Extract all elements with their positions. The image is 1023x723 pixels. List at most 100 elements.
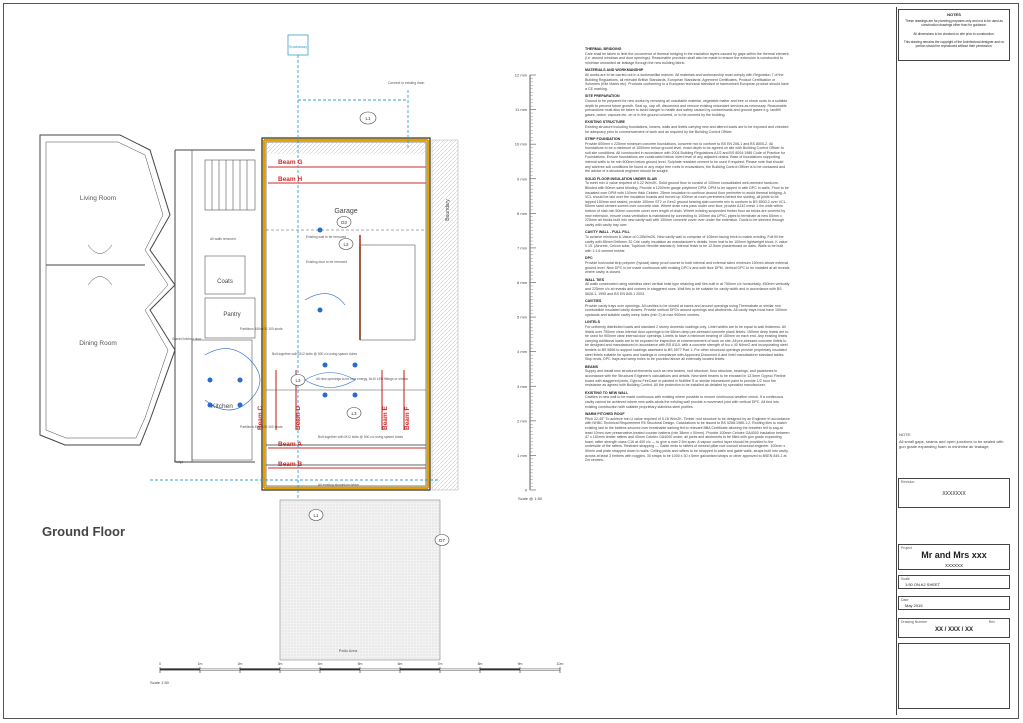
scale-tick-label: 6m bbox=[398, 662, 403, 666]
scale-segment bbox=[159, 668, 201, 671]
tb-project-label: Project bbox=[901, 546, 912, 550]
tb-notes-box: NOTES These drawings are for planning pu… bbox=[898, 9, 1010, 61]
section-tick-label: 8 mm bbox=[517, 211, 528, 216]
tb-project-name: Mr and Mrs xxx bbox=[921, 550, 987, 560]
note-heading: THERMAL BRIDGING bbox=[585, 47, 622, 51]
room-label-patio: Patio Area bbox=[339, 648, 358, 653]
tag-l1b: L1 bbox=[313, 513, 319, 518]
tb-drawing-number-label: Drawing Number bbox=[901, 620, 928, 624]
note-body: Provide 600mm x 225mm minimum concrete f… bbox=[585, 141, 786, 174]
section-tick-label: 3 mm bbox=[517, 384, 528, 389]
annotation-new-opening-2: Bult together with M12 bolts @ 500 c/c u… bbox=[318, 435, 403, 439]
tb-revision-box: Revision XXXXXXX bbox=[898, 478, 1010, 508]
beam-labels: Beam G Beam H Beam A Beam B Beam C Beam … bbox=[257, 159, 411, 468]
tag-l3: L3 bbox=[295, 378, 301, 383]
annotation-partitions: Partitions 450x100 100 studs bbox=[240, 327, 283, 331]
annotation-new-opening: Bult together with M12 bolts @ 500 c/c u… bbox=[272, 352, 357, 356]
scale-label: Scale 1:50 bbox=[150, 680, 169, 685]
scale-segment bbox=[199, 668, 241, 671]
section-tick-label: 6 mm bbox=[517, 280, 528, 285]
tb-revision-value: XXXXXXX bbox=[942, 491, 966, 497]
scale-segment bbox=[239, 668, 281, 671]
beam-label-c: Beam C bbox=[257, 405, 264, 430]
tb-project-box: Project Mr and Mrs xxx XXXXXX bbox=[898, 544, 1010, 570]
note-heading: SITE PREPARATION bbox=[585, 94, 620, 99]
beam-lines bbox=[268, 166, 426, 469]
scale-tick-label: 3m bbox=[278, 662, 283, 666]
room-label-living: Living Room bbox=[80, 195, 116, 202]
annotation-existing-door: Existing door to be removed bbox=[306, 260, 347, 264]
tb-drawing-number: XX / XXX / XX bbox=[934, 627, 973, 633]
scale-segment bbox=[439, 668, 481, 671]
tb-date-value: May 2015 bbox=[905, 603, 923, 608]
tb-note-label: NOTE: bbox=[899, 432, 912, 437]
section-tick-label: 7 mm bbox=[517, 245, 528, 250]
note-body: Existing structure including foundations… bbox=[585, 124, 789, 134]
beam-label-d: Beam D bbox=[295, 405, 302, 430]
tb-note: NOTE: All small gaps, seams and open jun… bbox=[899, 432, 1009, 449]
tag-d7: D7 bbox=[439, 538, 445, 543]
beam-label-b: Beam B bbox=[278, 461, 303, 468]
existing-house bbox=[39, 134, 255, 463]
note-body: Pitch 22-45° To achieve min U value requ… bbox=[585, 416, 790, 463]
callout-tag-text: L1 D3 L2 L3 L3 L1 D7 bbox=[295, 116, 445, 543]
annotation-glazed-door: Glazed kitchen door bbox=[172, 337, 202, 341]
soakaway-box bbox=[287, 34, 309, 56]
scale-tick-label: 4m bbox=[318, 662, 323, 666]
note-body: Cavities in new wall to be made continuo… bbox=[585, 395, 784, 409]
tag-l2: L2 bbox=[343, 242, 349, 247]
tb-drawing-number-box: Drawing Number Rev XX / XXX / XX bbox=[898, 618, 1010, 638]
tb-revision-label: Revision bbox=[901, 480, 915, 484]
tag-l3b-circle bbox=[346, 407, 362, 419]
note-body: All works are to be carried out in a wor… bbox=[585, 72, 789, 91]
section-tick-label: 10 mm bbox=[515, 142, 528, 147]
tag-l3b: L3 bbox=[351, 411, 357, 416]
tb-notes-line-3: This drawing remains the copyright of th… bbox=[903, 40, 1005, 48]
drawing-title: Ground Floor bbox=[42, 524, 126, 539]
tb-scale-box: Scale 1:50 ON A2 SHEET bbox=[898, 575, 1010, 589]
scale-tick-label: 8m bbox=[478, 662, 483, 666]
tb-date-label: Date bbox=[901, 598, 909, 602]
note-heading: BEAMS bbox=[585, 364, 598, 369]
note-body: All walls constructed using stainless st… bbox=[585, 282, 790, 296]
note-heading: SOLID FLOOR INSULATION UNDER SLAB bbox=[585, 176, 657, 181]
annotation-walls-removed: All walls removed bbox=[210, 237, 236, 241]
tb-notes-line-1: These drawings are for planning purposes… bbox=[905, 19, 1003, 27]
room-label-garage: Garage bbox=[334, 208, 357, 215]
tag-d3-circle bbox=[336, 216, 352, 228]
stair-area bbox=[191, 159, 256, 461]
tb-empty-box bbox=[898, 643, 1010, 709]
boundary-label: Boundary bbox=[445, 199, 451, 221]
section-tick-label: 2 mm bbox=[517, 418, 528, 423]
tb-notes-heading: NOTES bbox=[947, 12, 961, 17]
note-body: To achieve minimum U-Value of 0.28W/m2K.… bbox=[585, 234, 788, 253]
annotation-ext-rainwater: Connect to existing drain bbox=[388, 81, 424, 85]
scale-tick-label: 2m bbox=[238, 662, 243, 666]
tb-notes-line-2: All dimensions to be checked on site pri… bbox=[913, 32, 995, 36]
annotation-existing-brick: All existing aluminium beam bbox=[318, 483, 359, 487]
tag-l2-circle bbox=[338, 238, 354, 250]
scale-tick-label: 7m bbox=[438, 662, 443, 666]
note-heading: LINTELS bbox=[585, 320, 600, 325]
note-heading: EXISTING STRUCTURE bbox=[585, 120, 625, 125]
drainage-lines bbox=[150, 55, 440, 500]
soakaway-label: Soakaway bbox=[289, 44, 307, 49]
note-heading: MATERIALS AND WORKMANSHIP bbox=[585, 68, 644, 73]
scale-tick-label: 0 bbox=[159, 662, 161, 666]
note-heading: CAVITIES bbox=[585, 299, 602, 304]
note-heading: STRIP FOUNDATION bbox=[585, 137, 621, 142]
callout-tags bbox=[290, 111, 450, 546]
tb-project-address: XXXXXX bbox=[944, 563, 963, 568]
note-heading: CAVITY WALL - FULL FILL bbox=[585, 230, 630, 235]
section-tick-label: 12 mm bbox=[515, 73, 528, 78]
room-label-coats: Coats bbox=[217, 279, 233, 285]
tag-l1: L1 bbox=[365, 116, 371, 121]
note-body: Supply and install new structural elemen… bbox=[585, 369, 786, 388]
tb-note-text: All small gaps, seams and open junctions… bbox=[899, 439, 1004, 449]
tag-l1-circle bbox=[359, 111, 377, 125]
note-heading: EXISTING TO NEW WALL bbox=[585, 390, 629, 395]
